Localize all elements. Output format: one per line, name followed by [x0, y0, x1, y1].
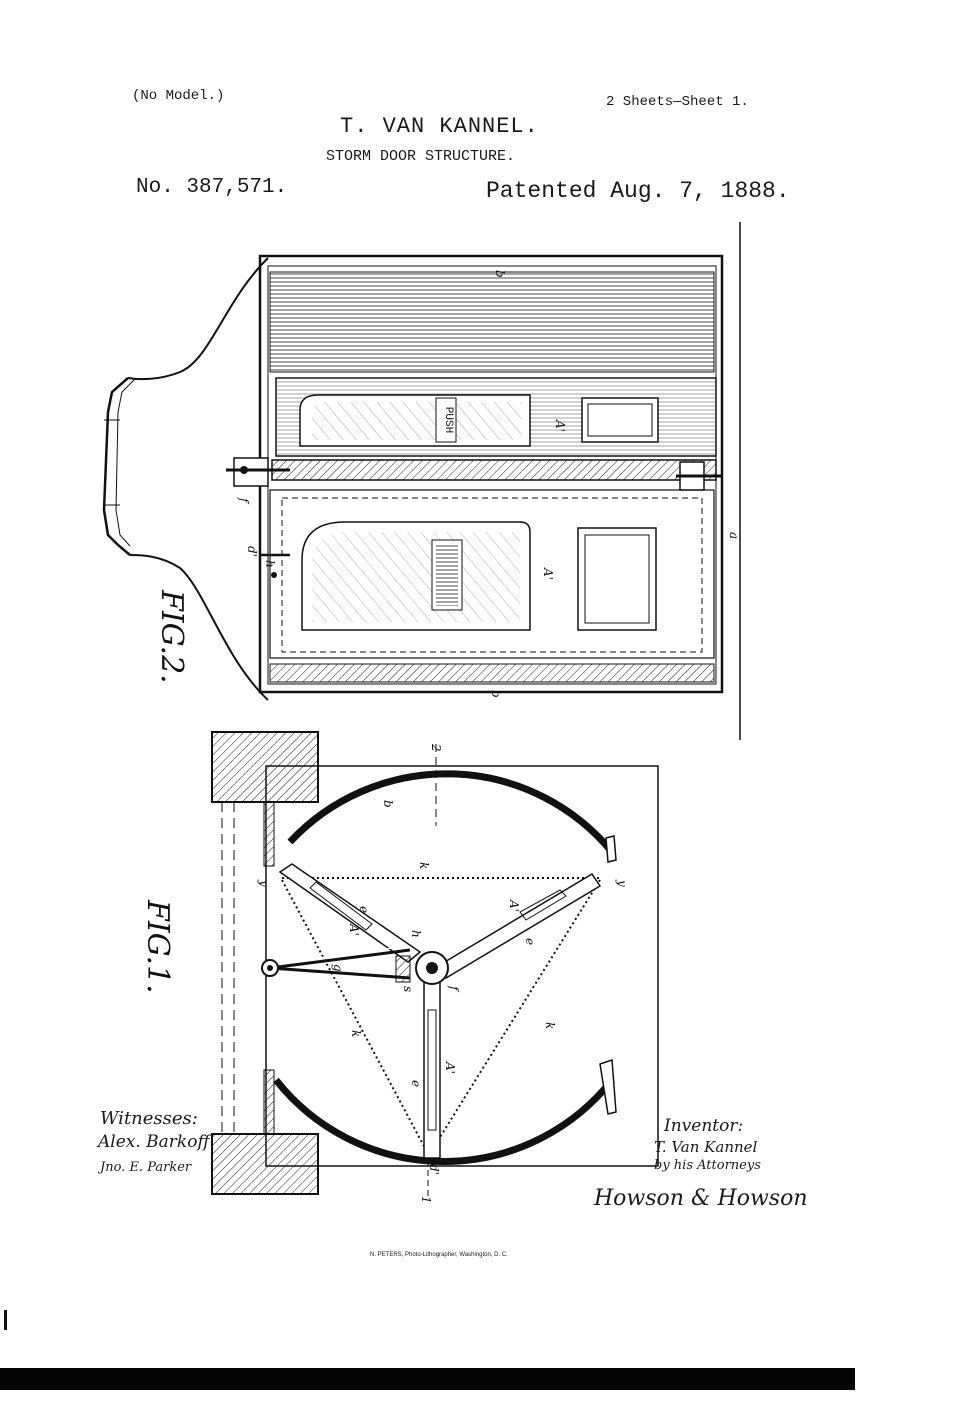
ref-h-fig1: h	[409, 930, 423, 938]
scan-mark	[4, 1310, 7, 1330]
ref-b-fig1-bottom: b	[467, 1156, 481, 1164]
fig1-wall-top	[211, 731, 319, 803]
ref-y-left: y	[257, 879, 271, 887]
ref-f-fig1: f	[447, 985, 461, 993]
fig1-drum-bottom	[273, 1077, 615, 1165]
ref-s: s	[401, 986, 415, 992]
fig1-drum-top	[287, 770, 615, 855]
fig2-canopy-bottom	[129, 554, 269, 701]
patent-title: STORM DOOR STRUCTURE.	[326, 148, 516, 165]
ref-k-top: k	[417, 862, 431, 869]
ref-b-bottom: b	[489, 690, 503, 698]
ref-h: h	[263, 560, 277, 568]
ref-b-fig1-top: b	[381, 800, 395, 808]
inventor-signature: T. Van Kannel	[654, 1138, 758, 1156]
ref-e-right: e	[523, 938, 537, 945]
ref-1: 1	[419, 1196, 433, 1204]
ref-d-prime: d'	[245, 546, 259, 557]
ref-a-prime-lower: A'	[541, 567, 555, 580]
witnesses-label: Witnesses:	[100, 1108, 198, 1129]
fig2-pivot	[233, 457, 269, 487]
ref-a-prime-upper: A'	[553, 419, 567, 432]
ref-k-left: k	[349, 1030, 363, 1037]
attorneys-label: by his Attorneys	[654, 1158, 761, 1173]
inventor-label: Inventor:	[664, 1116, 744, 1136]
fig1-chain-left	[281, 879, 427, 1151]
figure-1-drawing: 2 1 k k k A' A' A' g b b y y e e e f h d…	[140, 731, 659, 1204]
sheet-count: 2 Sheets—Sheet 1.	[606, 94, 749, 110]
fig1-chain-right	[431, 879, 601, 1151]
attorneys-signature: Howson & Howson	[594, 1186, 808, 1211]
fig2-label: FIG.2.	[154, 589, 189, 684]
witness-signature-1: Alex. Barkoff	[98, 1132, 210, 1152]
inventor-name: T. VAN KANNEL.	[340, 114, 539, 139]
ref-d-prime-fig1: d'	[427, 1164, 441, 1175]
ref-a: a	[727, 532, 741, 539]
ref-e-bottom: e	[409, 1080, 423, 1087]
patent-date: Patented Aug. 7, 1888.	[486, 178, 790, 204]
fig1-door-arms	[278, 863, 602, 1159]
ref-a-prime-fig1-left: A'	[347, 923, 361, 936]
ref-a-prime-fig1-right: A'	[507, 899, 521, 912]
fig2-partition	[271, 459, 717, 481]
fig2-cornice	[102, 377, 131, 556]
witness-signature-2: Jno. E. Parker	[100, 1160, 192, 1175]
push-sign-upper: PUSH	[442, 407, 454, 433]
ref-y-right: y	[615, 879, 629, 887]
ref-g: g	[331, 964, 345, 972]
figure-2-drawing: PUSH b a A' A' b f d' h FIG.2.	[102, 222, 741, 740]
ref-a-prime-fig1-bottom: A'	[443, 1061, 457, 1074]
lithographer-credit: N. PETERS, Photo-Lithographer, Washingto…	[370, 1252, 508, 1258]
ref-k-right: k	[543, 1022, 557, 1029]
patent-number: No. 387,571.	[136, 176, 288, 199]
fig1-label: FIG.1.	[140, 899, 175, 994]
scan-border-bar	[0, 1368, 855, 1390]
ref-2: 2	[429, 743, 443, 752]
fig2-canopy-top	[127, 257, 269, 381]
ref-b-top: b	[493, 270, 507, 278]
no-model-note: (No Model.)	[132, 88, 225, 104]
fig2-top-wall	[269, 271, 715, 373]
fig1-wall-bottom	[211, 1133, 319, 1195]
ref-f: f	[237, 497, 251, 505]
ref-e-left: e	[357, 906, 371, 913]
